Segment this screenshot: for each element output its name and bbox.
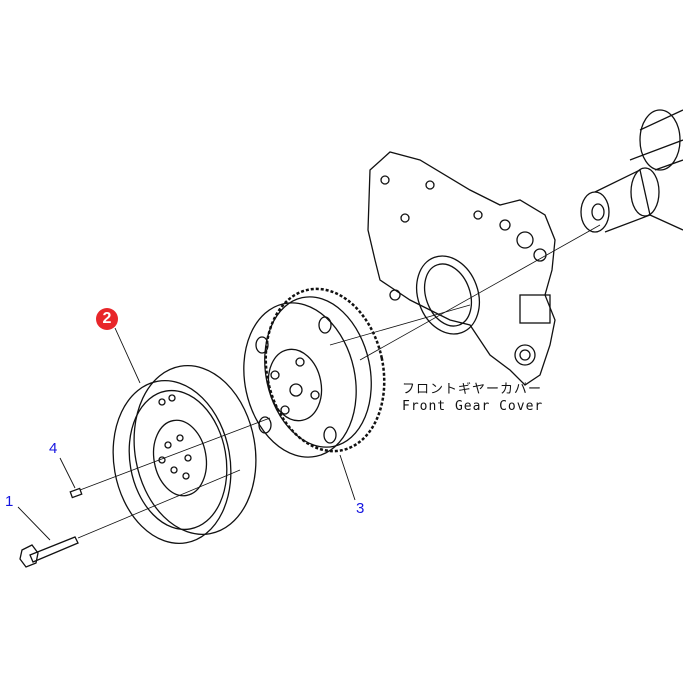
bolt xyxy=(19,536,79,568)
callout-4[interactable]: 4 xyxy=(49,440,58,457)
front-gear-cover-label: フロントギヤーカバー Front Gear Cover xyxy=(402,381,543,415)
callout-1[interactable]: 1 xyxy=(5,493,14,510)
ring-gear-flywheel xyxy=(243,287,386,458)
callout-2[interactable]: 2 xyxy=(96,308,118,330)
crank-pulley xyxy=(112,364,257,545)
label-english: Front Gear Cover xyxy=(402,399,544,414)
label-japanese: フロントギヤーカバー xyxy=(402,382,543,397)
leader-lines xyxy=(17,327,356,541)
assembly-axis-lines xyxy=(77,224,601,539)
crankshaft xyxy=(580,109,683,233)
dowel-pin xyxy=(69,487,83,499)
front-gear-cover xyxy=(367,151,556,386)
callout-3[interactable]: 3 xyxy=(356,500,365,517)
